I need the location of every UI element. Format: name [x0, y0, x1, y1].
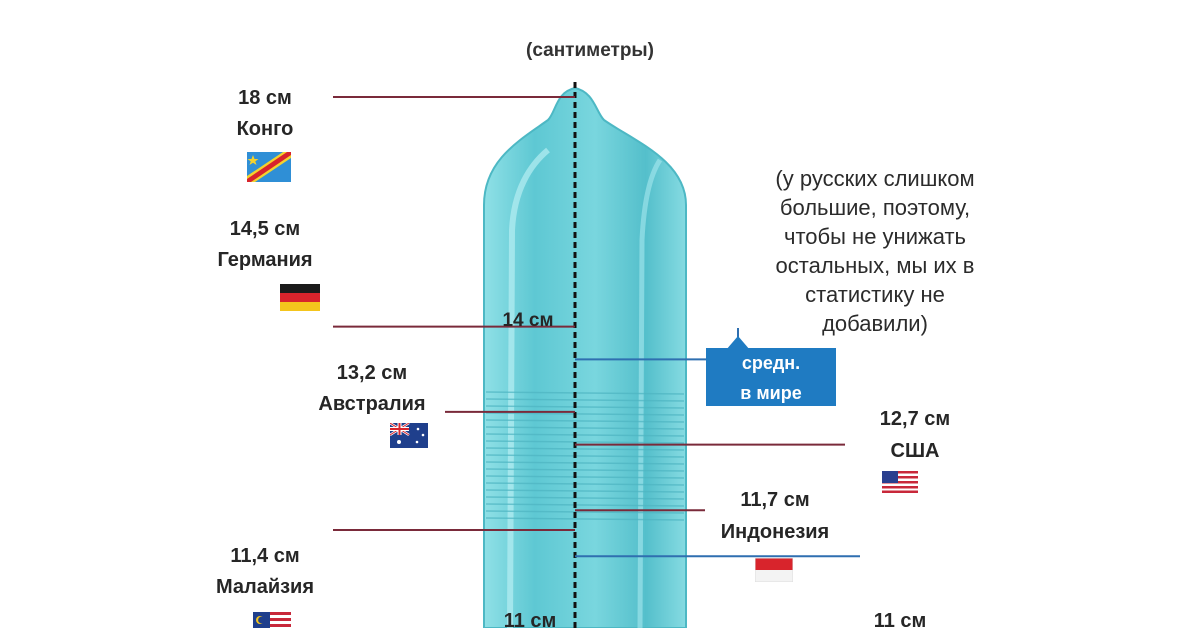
rib-line: [485, 405, 685, 409]
average-badge: средн. в мире: [706, 348, 836, 406]
rib-line: [485, 496, 685, 500]
rib-line: [485, 482, 685, 486]
rib-line: [485, 461, 685, 465]
country-label-germany: Германия: [217, 249, 313, 271]
rib-line: [485, 510, 685, 514]
bottom-value-label-center: 11 см: [503, 610, 557, 632]
rib-line: [485, 398, 685, 402]
country-label-australia: Австралия: [318, 393, 426, 415]
value-label-malaysia: 11,4 см: [230, 545, 300, 567]
rib-line: [485, 440, 685, 444]
rib-line: [485, 517, 685, 521]
australia-flag-icon: [390, 423, 428, 448]
rib-line: [485, 454, 685, 458]
indonesia-flag-icon: [755, 558, 793, 582]
congo-flag-icon: [247, 152, 291, 182]
average-badge-pointer: [726, 336, 750, 350]
usa-flag-icon: [882, 471, 918, 493]
value-label-australia: 13,2 см: [336, 362, 408, 384]
rib-line: [485, 419, 685, 423]
bottom-value-label-right: 11 см: [873, 610, 927, 632]
note-text: (у русских слишком большие, поэтому, что…: [775, 166, 975, 336]
rib-line: [485, 433, 685, 437]
rib-line: [485, 475, 685, 479]
value-label-germany: 14,5 см: [229, 218, 301, 240]
value-label-congo: 18 см: [238, 87, 292, 109]
country-label-congo: Конго: [236, 118, 294, 140]
average-value-label: 14 см: [502, 310, 554, 331]
rib-line: [485, 447, 685, 451]
rib-line: [485, 426, 685, 430]
rib-line: [485, 503, 685, 507]
country-label-usa: США: [890, 440, 940, 462]
rib-line: [485, 468, 685, 472]
germany-flag-icon: [280, 284, 320, 311]
value-label-indonesia: 11,7 см: [740, 489, 810, 511]
country-label-malaysia: Малайзия: [215, 576, 315, 598]
rib-line: [485, 489, 685, 493]
rib-line: [485, 412, 685, 416]
malaysia-flag-icon: [253, 612, 291, 628]
rib-line: [485, 391, 685, 395]
value-label-usa: 12,7 см: [879, 408, 951, 430]
condom-shape: [483, 86, 687, 628]
country-label-indonesia: Индонезия: [720, 521, 830, 543]
unit-label: (сантиметры): [526, 40, 654, 61]
